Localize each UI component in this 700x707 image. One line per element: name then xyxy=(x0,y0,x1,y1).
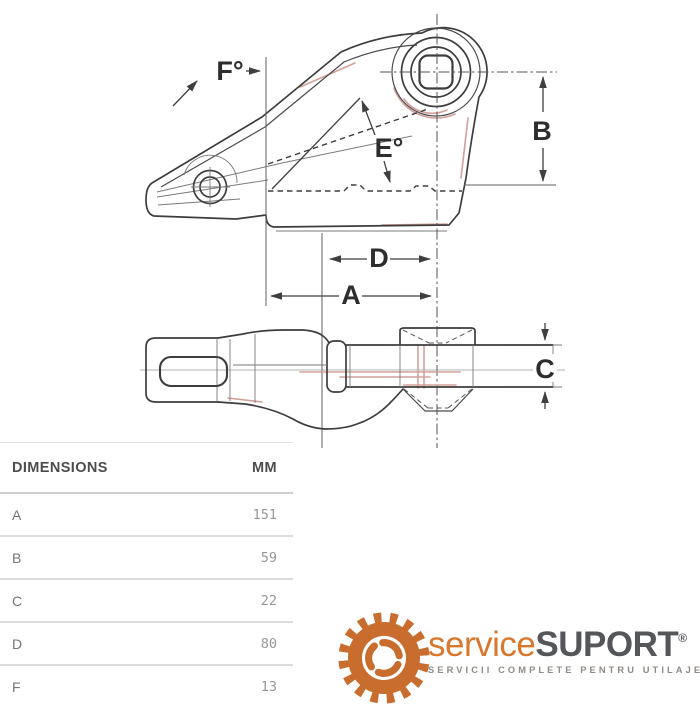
dim-label-b: B xyxy=(532,116,552,146)
logo-text: serviceSUPORT® SERVICII COMPLETE PENTRU … xyxy=(428,610,700,675)
dim-label-f: F° xyxy=(216,56,243,86)
table-header-mm: MM xyxy=(252,459,277,476)
row-value: 13 xyxy=(260,678,277,695)
row-label: C xyxy=(12,592,23,609)
row-label: D xyxy=(12,635,23,652)
gear-icon xyxy=(338,612,430,704)
table-header-row: DIMENSIONS MM xyxy=(0,443,293,494)
brand-tagline: SERVICII COMPLETE PENTRU UTILAJE xyxy=(428,665,700,675)
row-value: 151 xyxy=(252,506,277,523)
table-header-dimensions: DIMENSIONS xyxy=(12,459,108,476)
brand-logo: serviceSUPORT® SERVICII COMPLETE PENTRU … xyxy=(336,610,700,706)
row-value: 22 xyxy=(260,592,277,609)
table-row: C 22 xyxy=(0,580,293,623)
dim-label-a: A xyxy=(341,280,361,310)
table-row: F 13 xyxy=(0,666,293,707)
table-row: B 59 xyxy=(0,537,293,580)
row-value: 59 xyxy=(260,549,277,566)
brand-suport: SUPORT xyxy=(535,625,679,664)
top-view: C xyxy=(140,323,565,430)
row-label: B xyxy=(12,549,22,566)
row-value: 80 xyxy=(260,635,277,652)
brand-service: service xyxy=(428,625,536,664)
dim-label-c: C xyxy=(535,354,555,384)
technical-drawing: F° E° B D A xyxy=(140,14,565,448)
side-view: F° E° B D A xyxy=(145,14,557,448)
dim-label-e: E° xyxy=(375,133,404,163)
row-label: F xyxy=(12,678,21,695)
row-label: A xyxy=(12,506,22,523)
registered-mark: ® xyxy=(678,631,688,645)
brand-name: serviceSUPORT® xyxy=(428,627,700,662)
dimensions-table: DIMENSIONS MM A 151 B 59 C 22 D 80 F 13 xyxy=(0,442,293,707)
table-row: D 80 xyxy=(0,623,293,666)
table-row: A 151 xyxy=(0,494,293,537)
dim-label-d: D xyxy=(369,243,389,273)
